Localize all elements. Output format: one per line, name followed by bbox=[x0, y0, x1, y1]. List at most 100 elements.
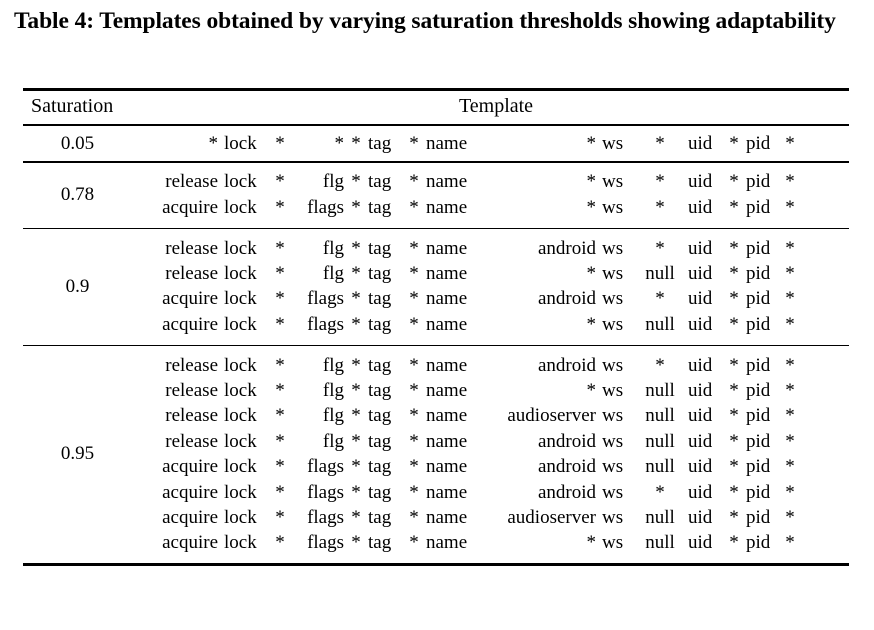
tpl-star-2: * bbox=[351, 288, 361, 310]
tpl-star-4: * bbox=[729, 379, 739, 401]
tpl-verb: release bbox=[165, 171, 218, 193]
tpl-uid: uid bbox=[688, 354, 713, 376]
tpl-ws: ws bbox=[602, 430, 624, 452]
tpl-null: null bbox=[645, 532, 675, 554]
tpl-star-2: * bbox=[351, 430, 361, 452]
tpl-tag: tag bbox=[368, 532, 392, 554]
tpl-star-2: * bbox=[351, 313, 361, 335]
tpl-pid: pid bbox=[746, 405, 771, 427]
tpl-star-3: * bbox=[409, 263, 419, 285]
tpl-null: * bbox=[655, 132, 665, 154]
saturation-value: 0.05 bbox=[60, 132, 95, 154]
tpl-package: * bbox=[586, 313, 597, 335]
tpl-star-2: * bbox=[351, 379, 361, 401]
tpl-uid: uid bbox=[688, 532, 713, 554]
tpl-flags: flg bbox=[322, 379, 344, 401]
tpl-star-3: * bbox=[409, 171, 419, 193]
tpl-star-2: * bbox=[351, 237, 361, 259]
tpl-lock: lock bbox=[224, 532, 257, 554]
tpl-package: android bbox=[537, 430, 596, 452]
tpl-lock: lock bbox=[224, 313, 257, 335]
tpl-ws: ws bbox=[602, 354, 624, 376]
tpl-verb: release bbox=[165, 430, 218, 452]
table-top-rule bbox=[23, 88, 849, 91]
tpl-star-3: * bbox=[409, 196, 419, 218]
tpl-flags: flags bbox=[307, 532, 344, 554]
tpl-star-1: * bbox=[275, 379, 285, 401]
tpl-uid: uid bbox=[688, 481, 713, 503]
tpl-lock: lock bbox=[224, 506, 257, 528]
tpl-verb: * bbox=[208, 132, 219, 154]
tpl-flags: flg bbox=[322, 354, 344, 376]
tpl-star-4: * bbox=[729, 237, 739, 259]
tpl-ws: ws bbox=[602, 481, 624, 503]
tpl-ws: ws bbox=[602, 506, 624, 528]
tpl-star-3: * bbox=[409, 456, 419, 478]
tpl-tag: tag bbox=[368, 481, 392, 503]
tpl-star-3: * bbox=[409, 379, 419, 401]
tpl-name: name bbox=[426, 313, 468, 335]
tpl-pid: pid bbox=[746, 132, 771, 154]
tpl-null: null bbox=[645, 456, 675, 478]
template-list: *lock***tag*name*ws*uid*pid* bbox=[132, 131, 849, 156]
tpl-ws: ws bbox=[602, 288, 624, 310]
tpl-star-4: * bbox=[729, 171, 739, 193]
tpl-ws: ws bbox=[602, 405, 624, 427]
tpl-flags: flags bbox=[307, 313, 344, 335]
tpl-lock: lock bbox=[224, 354, 257, 376]
tpl-null: * bbox=[655, 171, 665, 193]
tpl-lock: lock bbox=[224, 171, 257, 193]
tpl-flags: flg bbox=[322, 237, 344, 259]
tpl-pid: pid bbox=[746, 196, 771, 218]
tpl-null: null bbox=[645, 405, 675, 427]
tpl-star-1: * bbox=[275, 237, 285, 259]
group-separator-rule bbox=[23, 344, 849, 346]
tpl-package: audioserver bbox=[507, 506, 596, 528]
tpl-verb: acquire bbox=[162, 532, 218, 554]
tpl-star-4: * bbox=[729, 532, 739, 554]
tpl-pid: pid bbox=[746, 263, 771, 285]
tpl-package: * bbox=[586, 532, 597, 554]
tpl-star-2: * bbox=[351, 405, 361, 427]
tpl-star-3: * bbox=[409, 532, 419, 554]
tpl-null: * bbox=[655, 237, 665, 259]
tpl-package: android bbox=[537, 237, 596, 259]
tpl-uid: uid bbox=[688, 379, 713, 401]
tpl-star-1: * bbox=[275, 132, 285, 154]
tpl-star-1: * bbox=[275, 354, 285, 376]
tpl-package: * bbox=[586, 132, 597, 154]
tpl-verb: release bbox=[165, 237, 218, 259]
tpl-lock: lock bbox=[224, 288, 257, 310]
tpl-lock: lock bbox=[224, 481, 257, 503]
tpl-star-3: * bbox=[409, 481, 419, 503]
tpl-star-5: * bbox=[785, 263, 795, 285]
tpl-null: * bbox=[655, 481, 665, 503]
tpl-uid: uid bbox=[688, 430, 713, 452]
tpl-star-1: * bbox=[275, 171, 285, 193]
tpl-flags: flags bbox=[307, 506, 344, 528]
tpl-star-3: * bbox=[409, 405, 419, 427]
tpl-star-4: * bbox=[729, 456, 739, 478]
tpl-verb: release bbox=[165, 379, 218, 401]
tpl-uid: uid bbox=[688, 132, 713, 154]
tpl-null: null bbox=[645, 506, 675, 528]
tpl-package: android bbox=[537, 456, 596, 478]
tpl-star-5: * bbox=[785, 354, 795, 376]
tpl-star-1: * bbox=[275, 313, 285, 335]
tpl-ws: ws bbox=[602, 171, 624, 193]
template-row: *lock***tag*name*ws*uid*pid* bbox=[132, 131, 849, 156]
tpl-lock: lock bbox=[224, 196, 257, 218]
tpl-star-5: * bbox=[785, 456, 795, 478]
tpl-package: * bbox=[586, 379, 597, 401]
tpl-package: android bbox=[537, 288, 596, 310]
tpl-star-1: * bbox=[275, 263, 285, 285]
tpl-verb: acquire bbox=[162, 313, 218, 335]
